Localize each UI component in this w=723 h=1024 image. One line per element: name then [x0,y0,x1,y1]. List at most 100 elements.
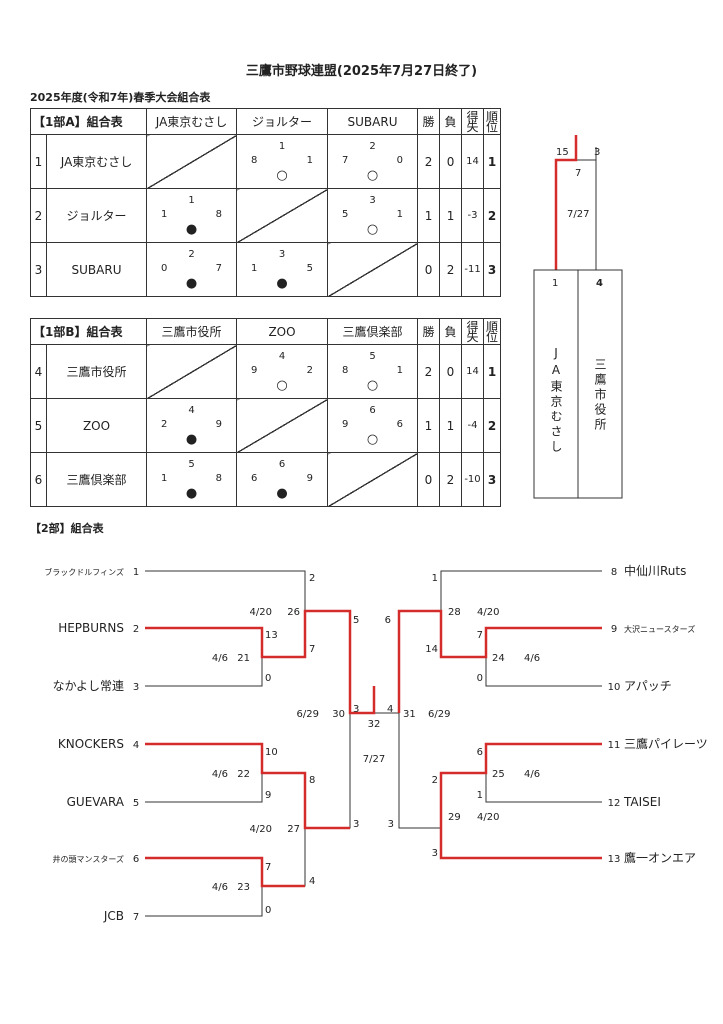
bracket-label: 8 [309,775,315,786]
rank: 3 [483,452,501,507]
bracket-label: 5 [353,615,359,626]
div2-team-name: 三鷹パイレーツ [624,736,708,751]
bracket-label: 27 [287,824,300,835]
self-match-cell [236,188,329,243]
bracket-label: 4/20 [477,607,499,618]
div2-team-name: なかよし常連 [53,679,124,693]
bracket-label: 9 [265,790,271,801]
game-number: 6 [278,459,286,470]
bracket-label: 4 [309,876,315,887]
result-mark: ○ [366,168,379,183]
team-score: 6 [251,473,258,484]
team-score: 1 [161,473,168,484]
bracket-label: 4/6 [524,653,540,664]
bracket-label: 32 [368,719,381,730]
div2-team-name: JCB [103,909,124,923]
opponent-score: 1 [396,209,404,220]
div2-team-name: ブラックドルフィンズ [44,567,124,577]
winner-path-lines [145,609,602,888]
result-mark: ● [185,432,198,447]
div2-team-number: 6 [133,854,139,865]
team-score: 8 [251,155,258,166]
bracket-label: 4/20 [477,812,499,823]
bracket-label: 7 [477,630,483,641]
game-number: 4 [278,351,286,362]
div2-team-number: 9 [611,624,617,635]
team-score: 9 [342,419,349,430]
diff-header: 得失 [461,108,485,135]
self-match-cell [327,242,419,297]
div2-team-number: 5 [133,798,139,809]
rank: 1 [483,344,501,399]
div1-final-left-no: 1 [552,278,559,289]
result-mark: ○ [276,378,288,393]
bracket-label: 0 [477,673,483,684]
bracket-label: 25 [492,769,505,780]
self-match-cell [327,452,418,507]
bracket-label: 31 [403,709,416,720]
div2-team-name: TAISEI [623,795,661,809]
div2-team-number: 10 [608,682,621,693]
bracket-label: 0 [265,905,271,916]
opponent-score: 8 [215,473,222,484]
div2-team-number: 3 [133,682,139,693]
win-header: 勝 [417,108,441,135]
div2-team-name: 井の頭マンスターズ [53,854,124,864]
opponent-score: 1 [396,365,403,376]
bracket-label: 26 [287,607,300,618]
bracket-label: 7 [309,644,315,655]
div2-team-name: GUEVARA [67,795,125,809]
div2-team-name: HEPBURNS [58,621,124,635]
bracket-label: 4/20 [250,607,272,618]
div1-final-game-no: 7 [575,168,582,179]
result-mark: ○ [366,222,379,237]
result-mark: ○ [366,378,379,393]
self-match-cell [236,398,328,453]
team-name: SUBARU [45,242,148,297]
div1-final-date: 7/27 [567,209,590,220]
bracket-label: 3 [353,819,359,830]
div2-team-name: KNOCKERS [58,737,124,751]
group-a-col-header: SUBARU [327,108,419,135]
opponent-score: 2 [306,365,313,376]
bracket-label: 13 [265,630,278,641]
game-number: 3 [369,195,376,206]
result-mark: ○ [276,168,288,183]
bracket-label: 29 [448,812,461,823]
opponent-score: 0 [396,155,404,166]
game-number: 5 [188,459,195,470]
bracket-label: 6/29 [428,709,450,720]
bracket-label: 0 [265,673,271,684]
team-name: JA東京むさし [45,134,148,189]
game-number: 3 [278,249,286,260]
div1-final-left-team: JA東京むさし [549,346,563,455]
result-mark: ○ [366,432,379,447]
bracket-label: 7 [265,862,271,873]
opponent-score: 9 [215,419,222,430]
bracket-label: 3 [353,704,359,715]
div1-final-right-team: 三鷹市役所 [593,358,607,433]
result-mark: ● [185,276,198,291]
bracket-label: 3 [432,848,438,859]
div2-team-number: 8 [611,567,617,578]
bracket-label: 4/6 [212,769,228,780]
bracket-label: 2 [432,775,438,786]
diff-header: 得失 [461,318,484,345]
game-number: 2 [188,249,195,260]
bracket-label: 1 [477,790,483,801]
div2-team-name: 大沢ニュースターズ [624,624,695,634]
bracket-label: 6 [385,615,391,626]
team-score: 1 [251,263,258,274]
div1-final-right-no: 4 [596,278,603,289]
self-match-cell [146,134,238,189]
